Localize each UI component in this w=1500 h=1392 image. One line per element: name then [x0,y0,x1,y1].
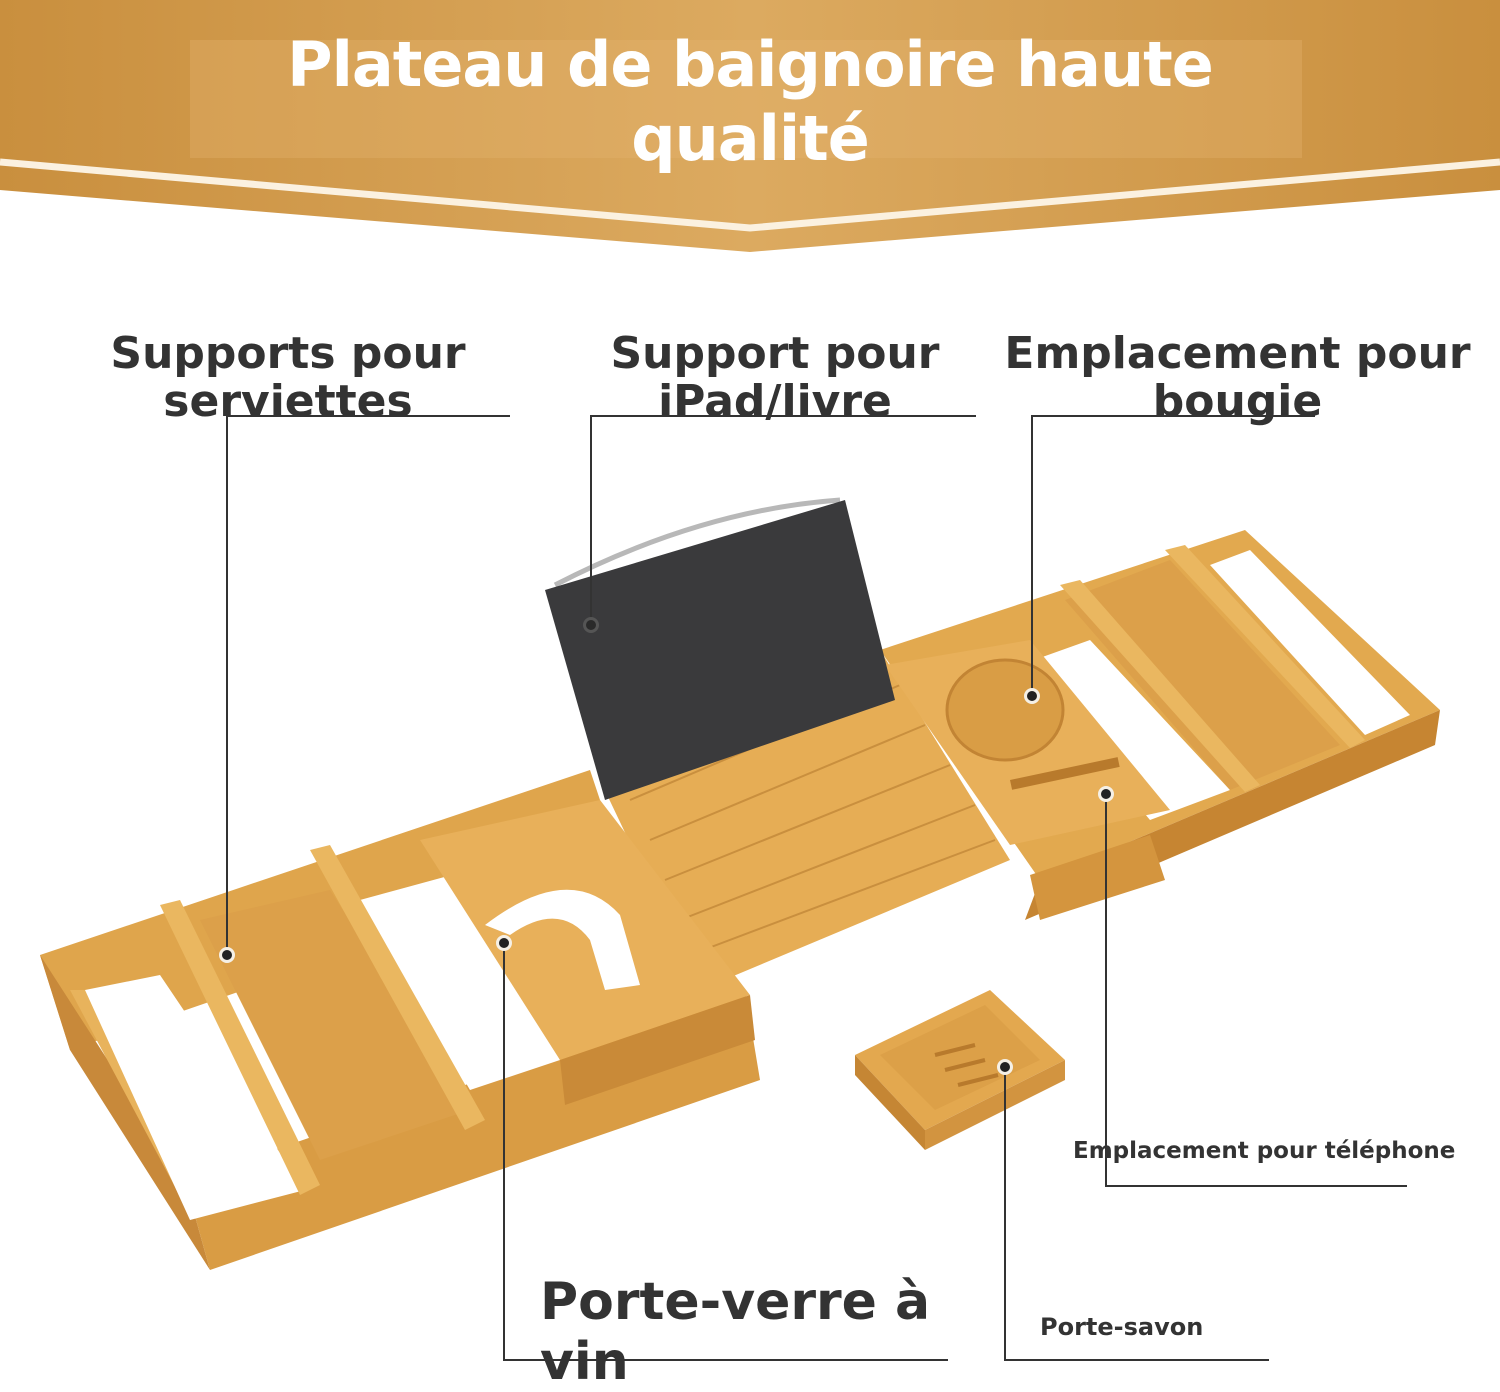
candle-slot-leader-horizontal [1031,415,1315,417]
soap-dish-marker [997,1059,1013,1075]
towel-holders-label-line-2: serviettes [163,376,413,427]
soap-dish-leader-horizontal [1004,1359,1269,1361]
soap-dish-label: Porte-savon [1040,1313,1204,1341]
phone-slot-leader-horizontal [1105,1185,1407,1187]
ipad-book-holder-label-line-2: iPad/livre [658,376,892,427]
soap-dish [855,990,1065,1150]
wine-glass-holder-label: Porte-verre à vin [540,1272,931,1392]
ipad-book-holder-label: Support pour iPad/livre [575,330,975,426]
phone-slot-label: Emplacement pour téléphone [1073,1138,1456,1164]
candle-slot-label: Emplacement pour bougie [1000,330,1475,426]
ipad-book-holder-marker [583,617,599,633]
phone-slot-marker [1098,786,1114,802]
ipad-book-holder-leader-horizontal [590,415,976,417]
towel-holders-leader-horizontal [226,415,510,417]
title-line-1: Plateau de baignoire haute [287,28,1214,101]
ipad-book-holder-leader-vertical [590,415,592,625]
phone-slot-leader-vertical [1105,793,1107,1187]
towel-holders-label: Supports pour serviettes [88,330,488,426]
towel-holders-leader-vertical [226,415,228,955]
wine-glass-holder-marker [496,935,512,951]
title-line-2: qualité [631,102,870,175]
towel-holders-label-line-1: Supports pour [110,328,466,379]
candle-slot-leader-vertical [1031,415,1033,695]
tray-body [40,530,1440,1270]
soap-dish-leader-vertical [1004,1067,1006,1361]
wine-glass-holder-leader-horizontal [503,1359,948,1361]
candle-slot-label-line-1: Emplacement pour [1004,328,1471,379]
wine-glass-holder-leader-vertical [503,943,505,1361]
candle-slot-marker [1024,688,1040,704]
ipad-book-holder-label-line-1: Support pour [610,328,940,379]
header-banner [0,0,1500,252]
towel-holders-marker [219,947,235,963]
candle-slot-label-line-2: bougie [1152,376,1323,427]
tablet [545,497,895,800]
page-title: Plateau de baignoire haute qualité [0,28,1500,176]
